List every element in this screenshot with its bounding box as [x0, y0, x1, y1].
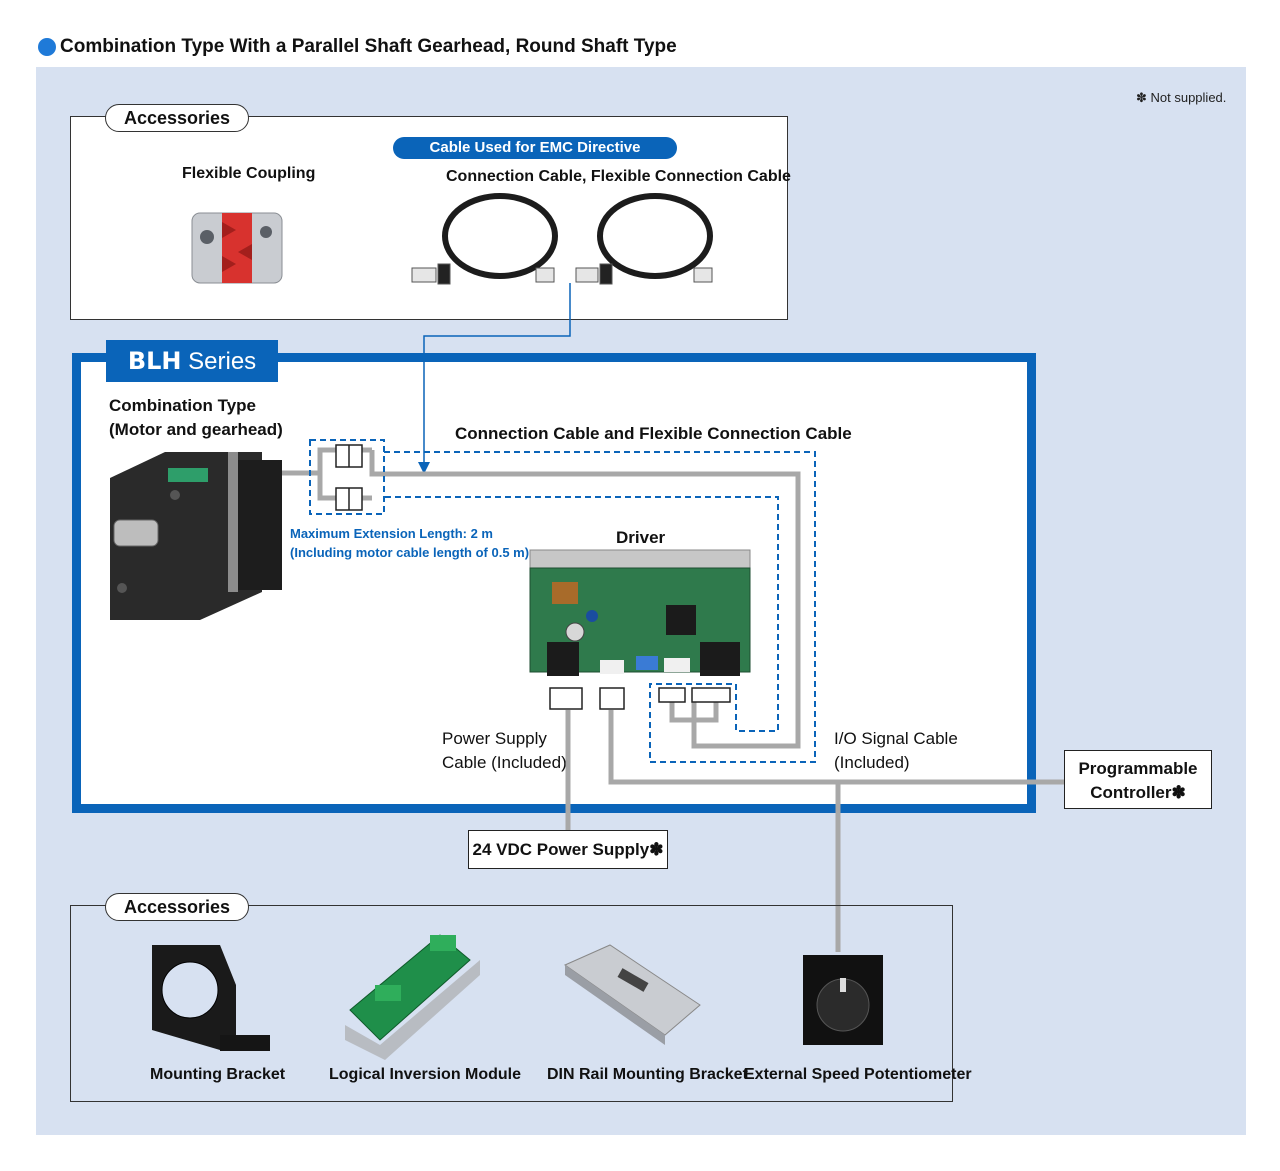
- plc-line2: Controller✽: [1090, 783, 1186, 802]
- not-supplied-note: ✽ Not supplied.: [1136, 90, 1227, 105]
- motor-label-line1: Combination Type: [109, 396, 257, 415]
- bottom-accessories-label: Accessories: [105, 893, 249, 921]
- logical-inversion-module-label: Logical Inversion Module: [329, 1066, 522, 1083]
- extension-label-line2: (Including motor cable length of 0.5 m): [290, 545, 530, 560]
- plc-box: Programmable Controller✽: [1064, 750, 1212, 809]
- mounting-bracket-image: [152, 945, 270, 1051]
- motor-label-line2: (Motor and gearhead): [109, 420, 283, 439]
- external-speed-potentiometer-label: External Speed Potentiometer: [744, 1066, 972, 1083]
- power-supply-box: 24 VDC Power Supply✽: [468, 830, 668, 869]
- driver-label: Driver: [616, 528, 666, 547]
- emc-badge: Cable Used for EMC Directive Evaluation: [393, 137, 677, 178]
- logical-inversion-module-image: [345, 934, 480, 1060]
- top-accessories-label: Accessories: [105, 104, 249, 132]
- din-rail-mounting-bracket-label: DIN Rail Mounting Bracket: [547, 1066, 748, 1083]
- blh-series-tab: BLH Series: [106, 340, 278, 382]
- dashed-connector-groups: [309, 439, 816, 763]
- motor-gearhead-image: [110, 452, 282, 620]
- io-cable-label-line1: I/O Signal Cable: [834, 729, 958, 748]
- page-title: Combination Type With a Parallel Shaft G…: [38, 36, 677, 58]
- plc-line1: Programmable: [1078, 759, 1198, 778]
- power-cable-label-line1: Power Supply: [442, 729, 547, 748]
- motor-connectors: [335, 444, 363, 511]
- emc-reference-line: [418, 283, 571, 474]
- flexible-coupling-label: Flexible Coupling: [182, 165, 316, 182]
- driver-image: [529, 549, 751, 676]
- connection-cable-image: [442, 193, 713, 279]
- external-speed-potentiometer-image: [803, 955, 883, 1045]
- bottom-accessories-panel: [70, 905, 953, 1102]
- connection-cable-accessory-label: Connection Cable, Flexible Connection Ca…: [446, 168, 791, 185]
- connection-cable-label: Connection Cable and Flexible Connection…: [455, 424, 852, 443]
- din-rail-mounting-bracket-image: [563, 944, 701, 1045]
- page-title-text: Combination Type With a Parallel Shaft G…: [60, 36, 677, 57]
- bullet-dot-icon: [38, 38, 56, 56]
- power-cable-label-line2: Cable (Included): [442, 753, 567, 772]
- io-cable-label-line2: (Included): [834, 753, 910, 772]
- flexible-coupling-image: [191, 212, 283, 284]
- mounting-bracket-label: Mounting Bracket: [150, 1066, 286, 1083]
- extension-label-line1: Maximum Extension Length: 2 m: [290, 526, 493, 541]
- cable-connector-icons: [411, 263, 713, 285]
- series-prefix: BLH: [127, 347, 182, 375]
- driver-port-boxes: [549, 687, 731, 710]
- series-suffix: Series: [181, 348, 257, 375]
